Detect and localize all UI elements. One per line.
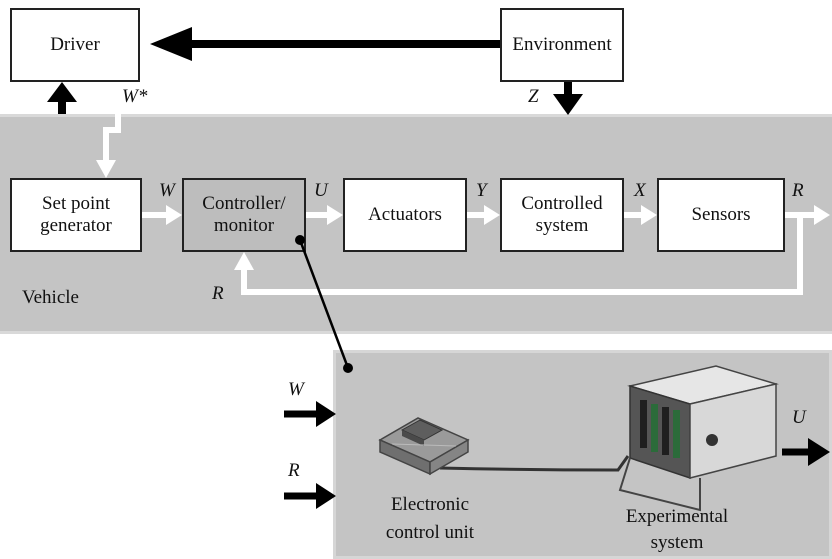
ecu-cable [439, 455, 630, 472]
ecu-device-icon [378, 417, 470, 476]
controller-monitor-block: Controller/ monitor [182, 178, 306, 252]
z-label: Z [528, 86, 539, 107]
z-arrowhead [553, 94, 583, 115]
r-label: R [792, 180, 804, 201]
w-star-arrowhead [96, 160, 116, 178]
actuators-block: Actuators [343, 178, 467, 252]
connector-dot-bottom [343, 363, 353, 373]
environment-label: Environment [512, 34, 612, 55]
detail-r-label: R [288, 460, 300, 481]
r-feedback-line [241, 215, 803, 295]
w-label: W [159, 180, 175, 201]
w-input-arrowhead [316, 401, 336, 427]
sensors-block: Sensors [657, 178, 785, 252]
u-output-arrowhead [808, 438, 830, 466]
x-label: X [634, 180, 646, 201]
actuators-label: Actuators [368, 204, 442, 225]
detail-w-label: W [288, 379, 304, 400]
detail-connector [298, 239, 350, 369]
vehicle-label: Vehicle [22, 287, 79, 308]
x-signal-arrowhead [641, 205, 657, 225]
r-feedback-label: R [212, 283, 224, 304]
controller-label-line1: Controller/ [202, 193, 286, 214]
r-signal-arrowhead [814, 205, 830, 225]
u-label: U [314, 180, 328, 201]
y-signal-arrowhead [484, 205, 500, 225]
experimental-caption-line1: Experimental [625, 506, 729, 527]
controlled-system-label-line2: system [535, 215, 589, 236]
driver-label: Driver [50, 34, 100, 55]
w-star-arrow [103, 82, 121, 162]
set-point-generator-block: Set point generator [10, 178, 142, 252]
detail-u-label: U [792, 407, 806, 428]
ecu-caption-line2: control unit [385, 522, 475, 543]
driver-block: Driver [10, 8, 140, 82]
u-signal-arrowhead [327, 205, 343, 225]
w-star-label: W* [122, 86, 148, 107]
env-to-driver-arrowhead [150, 27, 192, 61]
connector-dot-top [295, 235, 305, 245]
controlled-system-label-line1: Controlled [521, 193, 603, 214]
controller-label-line2: monitor [213, 215, 275, 236]
experimental-caption: Experimental system [612, 506, 742, 554]
sensors-label: Sensors [691, 204, 751, 225]
driver-up-arrowhead [47, 82, 77, 102]
environment-block: Environment [500, 8, 624, 82]
y-label: Y [476, 180, 487, 201]
w-signal-arrowhead [166, 205, 182, 225]
experimental-system-icon [618, 365, 779, 512]
set-point-label-line2: generator [40, 215, 112, 236]
r-feedback-arrowhead [234, 252, 254, 270]
set-point-label-line1: Set point [41, 193, 111, 214]
controlled-system-block: Controlled system [500, 178, 624, 252]
experimental-caption-line2: system [650, 532, 704, 553]
r-input-arrowhead [316, 483, 336, 509]
ecu-caption: Electronic control unit [360, 494, 500, 544]
ecu-caption-line1: Electronic [390, 494, 470, 515]
